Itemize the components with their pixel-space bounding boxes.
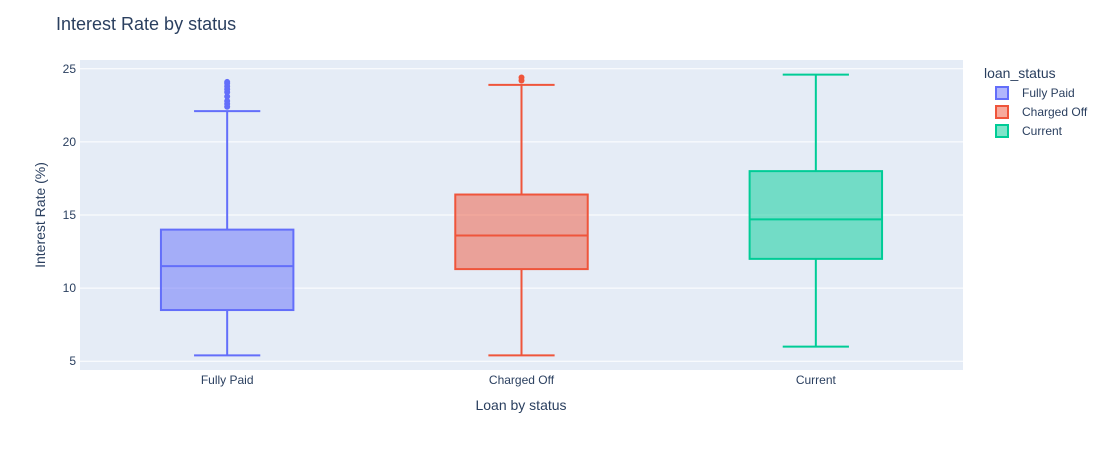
box-charged-off xyxy=(454,74,589,357)
legend-swatch xyxy=(995,86,1009,100)
legend-label: Charged Off xyxy=(1022,105,1088,119)
y-tick-label: 25 xyxy=(63,62,77,76)
legend-label: Current xyxy=(1022,124,1063,138)
box-fully-paid xyxy=(159,78,295,357)
y-tick-label: 5 xyxy=(69,354,76,368)
outlier-point xyxy=(224,78,231,85)
x-axis-title: Loan by status xyxy=(475,397,566,413)
legend-swatch xyxy=(995,105,1009,119)
x-tick-label: Fully Paid xyxy=(201,373,254,387)
outlier-point xyxy=(518,74,525,81)
legend-swatch xyxy=(995,124,1009,138)
chart-title: Interest Rate by status xyxy=(56,14,236,34)
box-current xyxy=(748,73,884,348)
x-tick-label: Current xyxy=(796,373,837,387)
iqr-box xyxy=(748,170,884,260)
legend-title: loan_status xyxy=(984,65,1056,81)
legend-item-current: Current xyxy=(995,124,1063,138)
y-tick-label: 15 xyxy=(63,208,77,222)
x-tick-label: Charged Off xyxy=(489,373,555,387)
legend-item-fully-paid: Fully Paid xyxy=(995,86,1075,100)
box-series xyxy=(159,73,884,357)
outlier-point xyxy=(224,93,231,100)
y-axis-ticks: 5 10 15 20 25 xyxy=(63,62,77,368)
legend-item-charged-off: Charged Off xyxy=(995,105,1088,119)
legend-label: Fully Paid xyxy=(1022,86,1075,100)
iqr-box xyxy=(454,193,589,271)
iqr-box xyxy=(159,228,295,312)
x-axis-ticks: Fully Paid Charged Off Current xyxy=(201,373,837,387)
y-tick-label: 20 xyxy=(63,135,77,149)
outlier-point xyxy=(224,97,231,104)
y-tick-label: 10 xyxy=(63,281,77,295)
y-axis-title: Interest Rate (%) xyxy=(32,162,48,268)
